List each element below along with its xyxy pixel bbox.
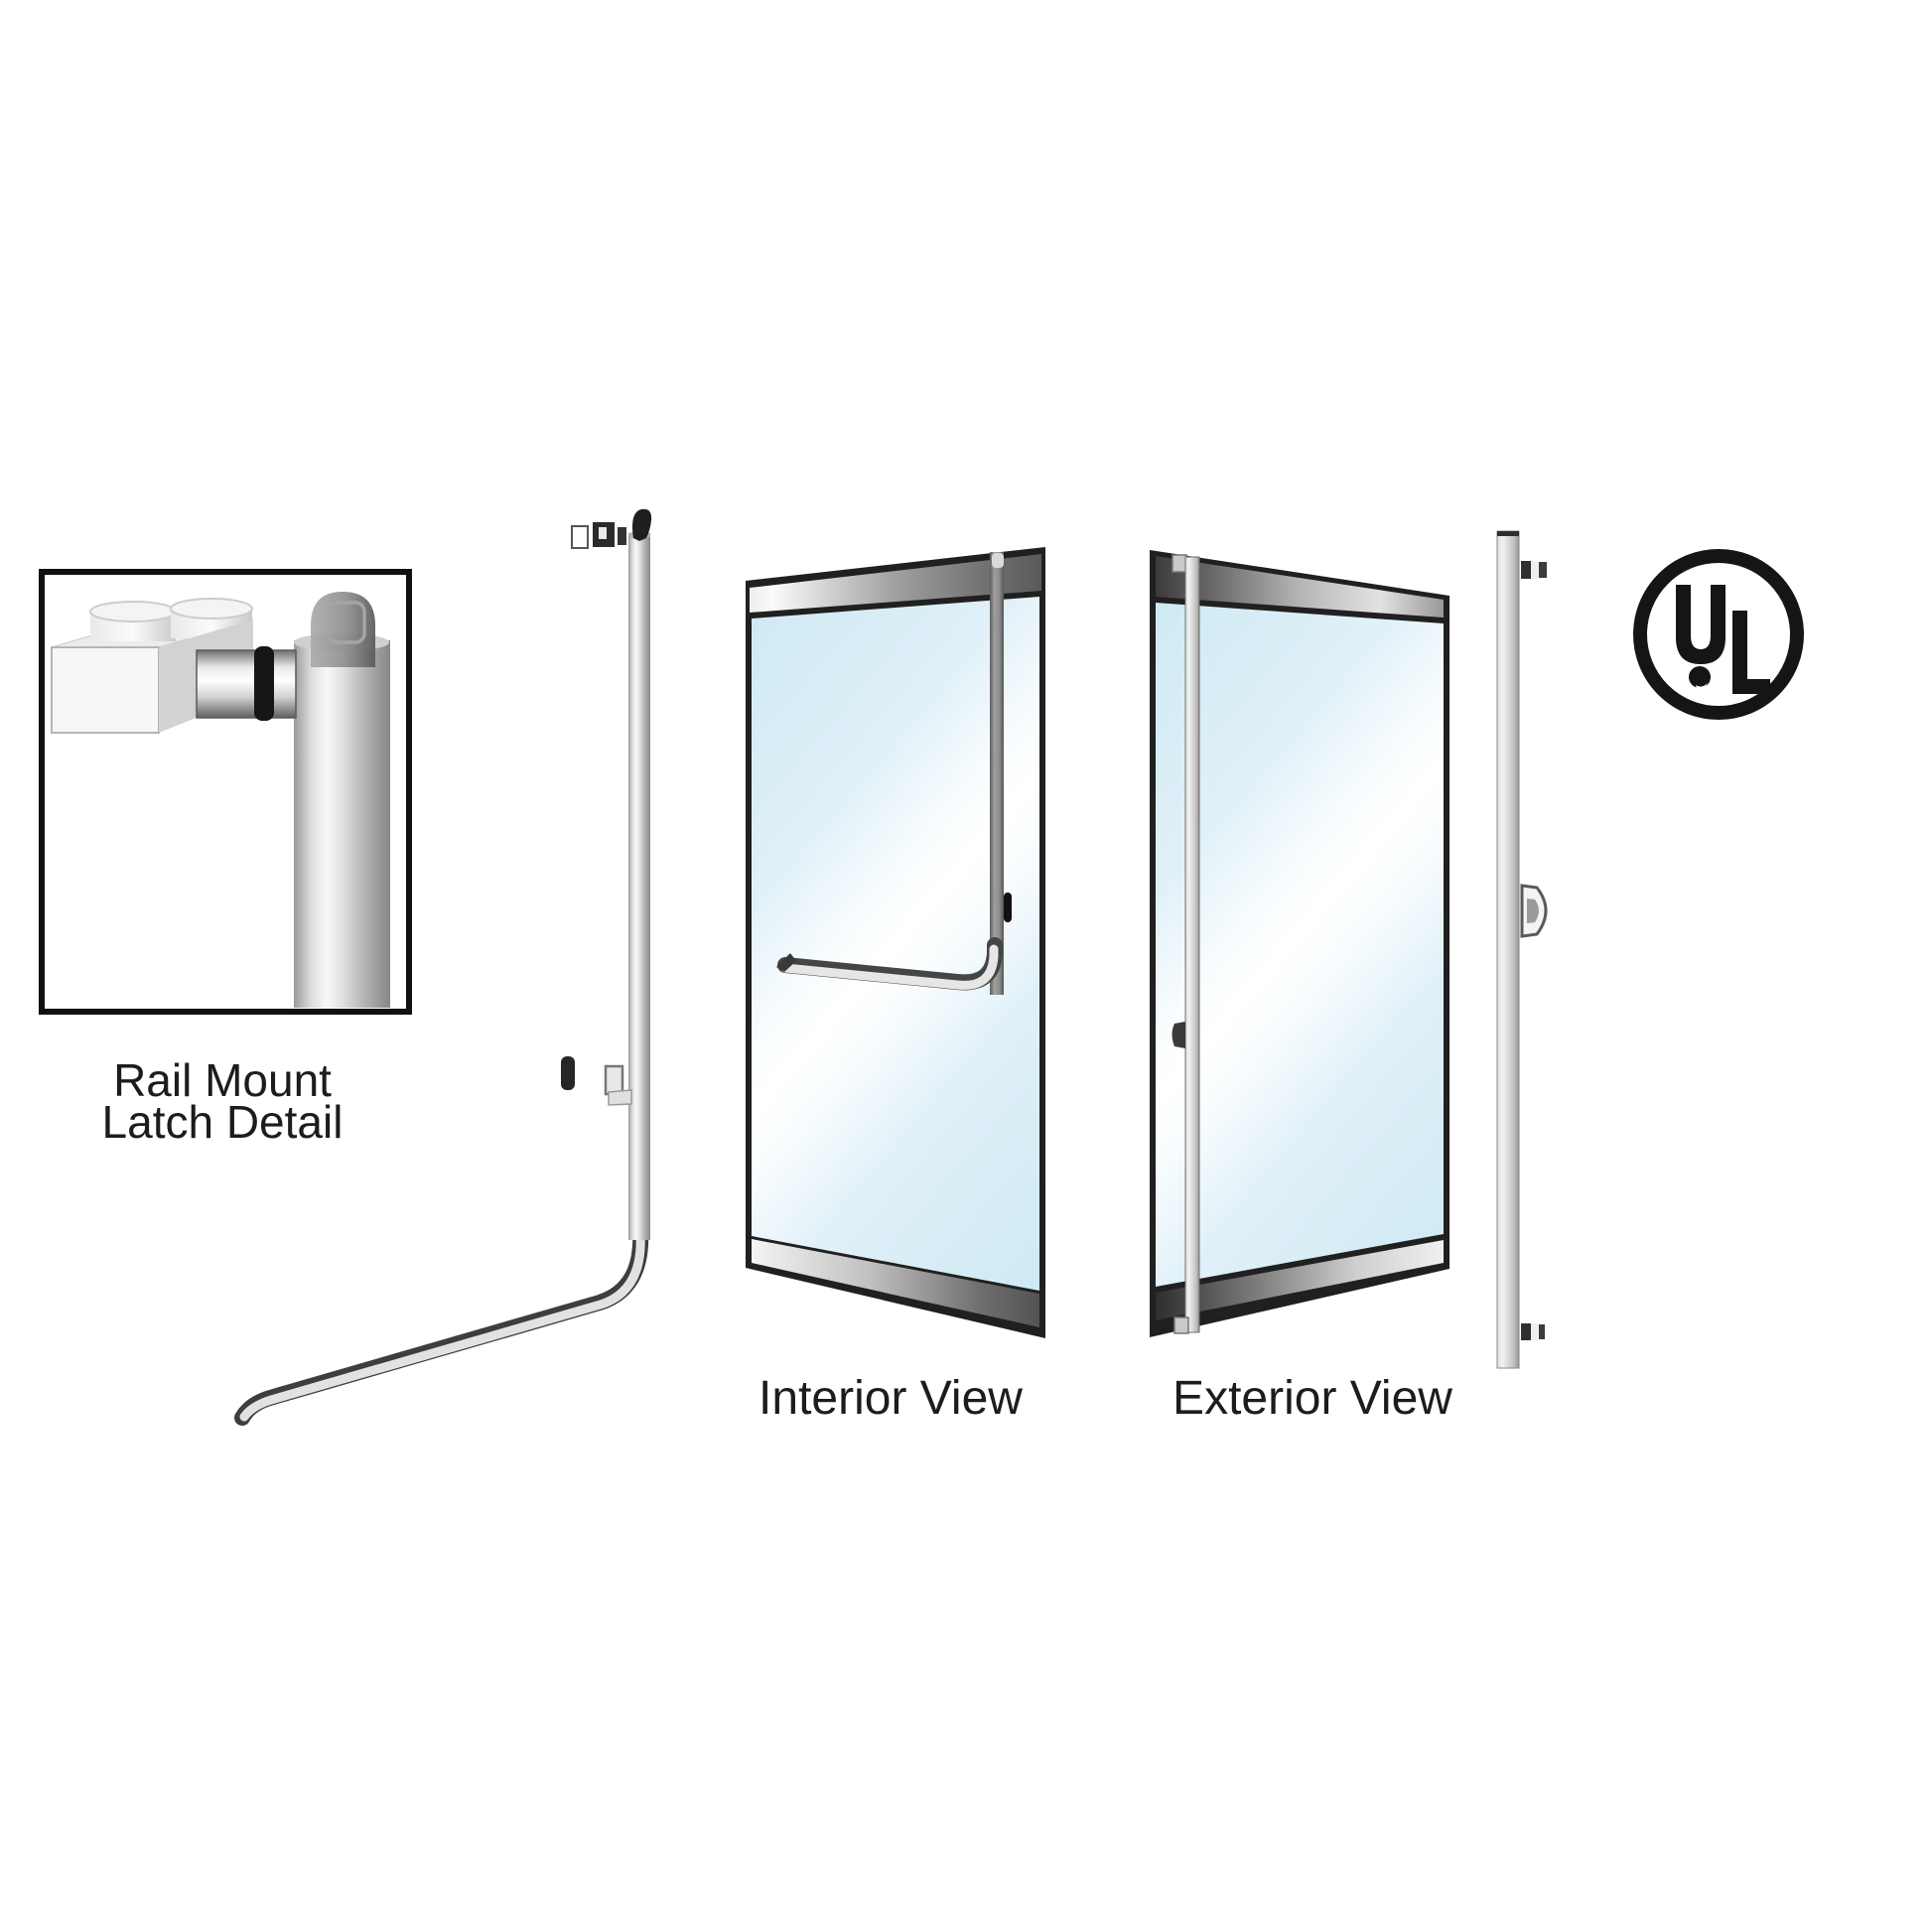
svg-text:Rail Mount: Rail Mount: [113, 1054, 332, 1106]
svg-text:Latch Detail: Latch Detail: [102, 1096, 344, 1148]
svg-text:Exterior View: Exterior View: [1173, 1372, 1452, 1425]
svg-text:Interior View: Interior View: [759, 1372, 1023, 1425]
